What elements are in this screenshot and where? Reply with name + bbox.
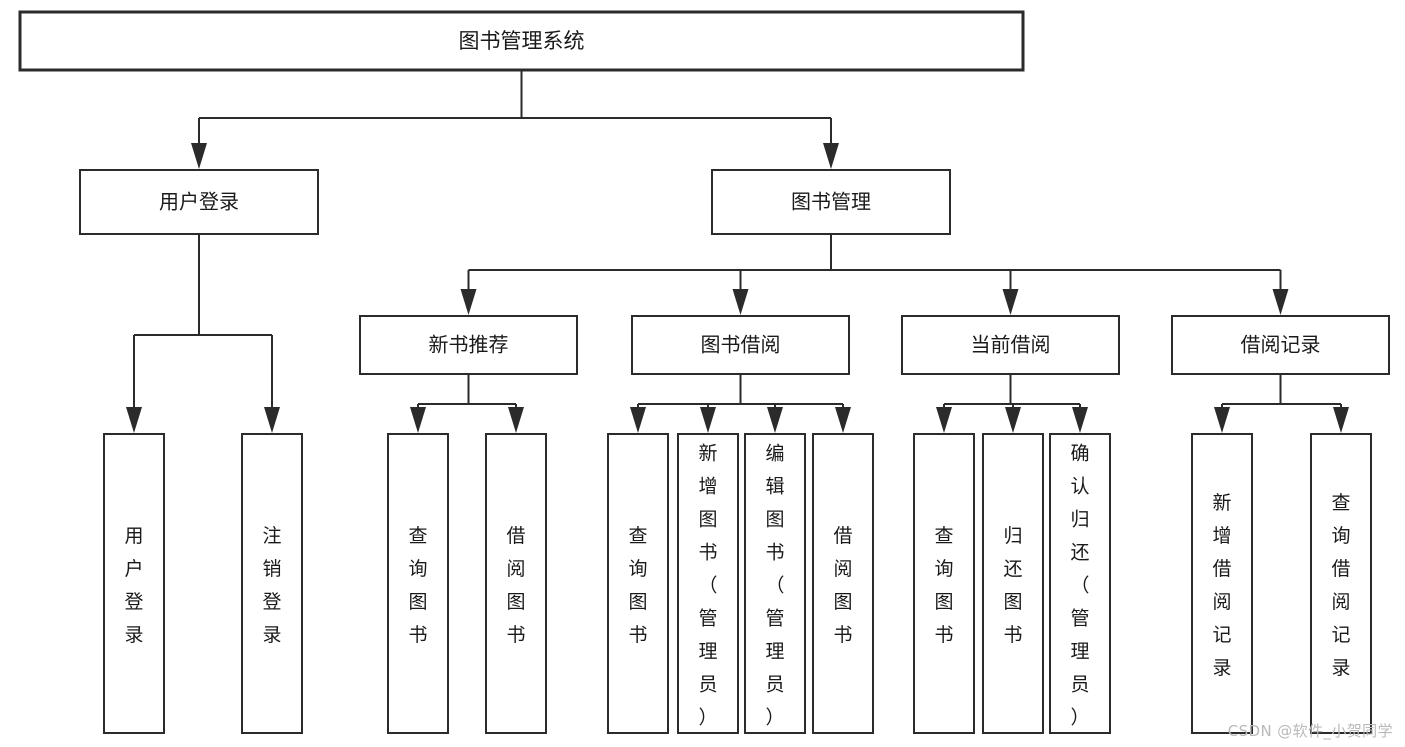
- arrow-head-icon: [410, 407, 426, 433]
- connector-group: [126, 234, 280, 433]
- node-label: 确认归还（管理员）: [1070, 442, 1089, 728]
- arrow-head-icon: [1072, 407, 1088, 433]
- node-box[interactable]: [630, 314, 851, 376]
- node-leaf-return-book[interactable]: 归还图书: [981, 432, 1045, 735]
- node-box[interactable]: [912, 432, 976, 735]
- node-n-user-login[interactable]: 用户登录: [78, 168, 320, 236]
- node-label: 归还图书: [1003, 525, 1022, 646]
- node-box[interactable]: [18, 10, 1025, 72]
- node-n-book-manage[interactable]: 图书管理: [710, 168, 952, 236]
- node-label: 图书借阅: [701, 333, 781, 357]
- arrow-head-icon: [835, 407, 851, 433]
- node-label: 借阅图书: [506, 525, 525, 646]
- node-label: 用户登录: [159, 190, 239, 214]
- node-leaf-add-book-admin[interactable]: 新增图书（管理员）: [676, 432, 740, 735]
- arrow-head-icon: [700, 407, 716, 433]
- arrow-head-icon: [1272, 289, 1289, 315]
- arrow-head-icon: [767, 407, 783, 433]
- node-leaf-query-book-borrow[interactable]: 查询图书: [606, 432, 670, 735]
- arrow-head-icon: [1002, 289, 1019, 315]
- node-label: 编辑图书（管理员）: [765, 442, 784, 728]
- node-n-book-borrow[interactable]: 图书借阅: [630, 314, 851, 376]
- node-box[interactable]: [900, 314, 1121, 376]
- node-root[interactable]: 图书管理系统: [18, 10, 1025, 72]
- node-label: 图书管理系统: [459, 29, 585, 53]
- node-leaf-confirm-return-admin[interactable]: 确认归还（管理员）: [1048, 432, 1112, 735]
- node-label: 查询图书: [408, 525, 427, 646]
- node-box[interactable]: [240, 432, 304, 735]
- node-box[interactable]: [710, 168, 952, 236]
- node-label: 新增图书（管理员）: [698, 442, 717, 728]
- node-leaf-borrow-book-rec[interactable]: 借阅图书: [484, 432, 548, 735]
- arrow-head-icon: [126, 407, 142, 433]
- node-label: 图书管理: [791, 190, 871, 214]
- node-n-current-borrow[interactable]: 当前借阅: [900, 314, 1121, 376]
- node-box[interactable]: [811, 432, 875, 735]
- node-n-borrow-record[interactable]: 借阅记录: [1170, 314, 1391, 376]
- node-label: 借阅记录: [1241, 333, 1321, 357]
- node-box[interactable]: [1190, 432, 1254, 735]
- node-box[interactable]: [484, 432, 548, 735]
- node-leaf-logout[interactable]: 注销登录: [240, 432, 304, 735]
- node-box[interactable]: [743, 432, 807, 735]
- connector-group: [1214, 374, 1349, 433]
- node-layer: 图书管理系统用户登录图书管理新书推荐图书借阅当前借阅借阅记录用户登录注销登录查询…: [18, 10, 1391, 735]
- node-leaf-edit-book-admin[interactable]: 编辑图书（管理员）: [743, 432, 807, 735]
- node-box[interactable]: [1170, 314, 1391, 376]
- arrow-head-icon: [1005, 407, 1021, 433]
- node-label: 新增借阅记录: [1212, 492, 1231, 679]
- node-box[interactable]: [1048, 432, 1112, 735]
- node-label: 新书推荐: [429, 333, 509, 357]
- arrow-head-icon: [460, 289, 477, 315]
- node-box[interactable]: [676, 432, 740, 735]
- connector-group: [191, 70, 839, 169]
- node-leaf-borrow-book[interactable]: 借阅图书: [811, 432, 875, 735]
- arrow-head-icon: [732, 289, 749, 315]
- node-box[interactable]: [386, 432, 450, 735]
- node-label: 当前借阅: [971, 333, 1051, 357]
- arrow-head-icon: [823, 143, 839, 169]
- node-box[interactable]: [1309, 432, 1373, 735]
- node-leaf-query-book-current[interactable]: 查询图书: [912, 432, 976, 735]
- node-label: 查询图书: [934, 525, 953, 646]
- node-box[interactable]: [102, 432, 166, 735]
- node-box[interactable]: [78, 168, 320, 236]
- node-leaf-query-book-rec[interactable]: 查询图书: [386, 432, 450, 735]
- node-box[interactable]: [358, 314, 579, 376]
- node-n-new-book-rec[interactable]: 新书推荐: [358, 314, 579, 376]
- node-label: 注销登录: [262, 525, 281, 646]
- arrow-head-icon: [936, 407, 952, 433]
- node-leaf-add-borrow-record[interactable]: 新增借阅记录: [1190, 432, 1254, 735]
- node-label: 查询借阅记录: [1331, 492, 1350, 679]
- connector-group: [936, 374, 1088, 433]
- node-label: 查询图书: [628, 525, 647, 646]
- node-label: 用户登录: [124, 525, 143, 646]
- connector-layer: [126, 70, 1349, 433]
- arrow-head-icon: [1214, 407, 1230, 433]
- arrow-head-icon: [264, 407, 280, 433]
- node-leaf-query-borrow-record[interactable]: 查询借阅记录: [1309, 432, 1373, 735]
- arrow-head-icon: [630, 407, 646, 433]
- node-box[interactable]: [606, 432, 670, 735]
- connector-group: [630, 374, 851, 433]
- node-label: 借阅图书: [833, 525, 852, 646]
- arrow-head-icon: [508, 407, 524, 433]
- arrow-head-icon: [1333, 407, 1349, 433]
- arrow-head-icon: [191, 143, 207, 169]
- node-box[interactable]: [981, 432, 1045, 735]
- connector-group: [410, 374, 524, 433]
- connector-group: [460, 234, 1289, 315]
- node-leaf-user-login[interactable]: 用户登录: [102, 432, 166, 735]
